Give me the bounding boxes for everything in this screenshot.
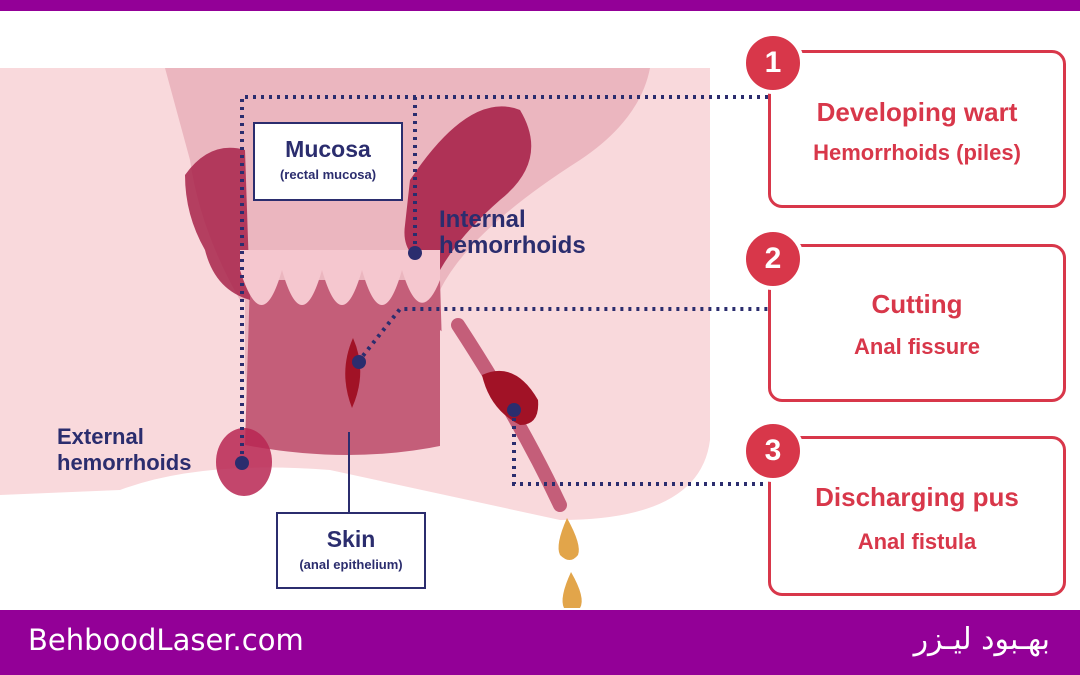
internal-label-line2: hemorrhoids xyxy=(439,232,586,259)
card-2-symptom: Cutting xyxy=(871,289,963,319)
left-skin-fold xyxy=(160,300,245,455)
internal-hemorrhoid-bulge xyxy=(404,106,532,270)
internal-label-line1: Internal xyxy=(439,206,526,233)
card-3-number-badge: 3 xyxy=(742,420,804,482)
persian-brand-name: بهـبود لیـزر xyxy=(913,622,1050,657)
website-link[interactable]: BehboodLaser.com xyxy=(28,623,304,657)
external-label-line2: hemorrhoids xyxy=(57,450,192,475)
footer-bar xyxy=(0,610,1080,675)
skin-title: Skin xyxy=(326,526,376,552)
skin-label-box: Skin (anal epithelium) xyxy=(276,512,426,589)
symptom-card-3: Discharging pus Anal fistula xyxy=(768,436,1066,596)
internal-hemorrhoids-label: Internal hemorrhoids xyxy=(439,207,586,259)
symptom-card-2: Cutting Anal fissure xyxy=(768,244,1066,402)
card-1-condition: Hemorrhoids (piles) xyxy=(813,140,1021,165)
left-mucosa-patch xyxy=(185,147,250,300)
card-1-symptom: Developing wart xyxy=(816,97,1018,127)
dotted-leaders xyxy=(240,95,770,486)
external-hemorrhoids-label: External hemorrhoids xyxy=(57,424,191,476)
right-skin-fold xyxy=(440,330,520,480)
symptom-card-1: Developing wart Hemorrhoids (piles) xyxy=(768,50,1066,208)
pus-drop-2 xyxy=(562,572,582,608)
anal-canal xyxy=(245,280,445,455)
pus-drop-1 xyxy=(558,518,579,560)
card-1-number-badge: 1 xyxy=(742,32,804,94)
card-3-symptom: Discharging pus xyxy=(815,482,1019,512)
external-label-line1: External xyxy=(57,424,144,449)
skin-subtitle: (anal epithelium) xyxy=(299,557,403,572)
card-3-condition: Anal fistula xyxy=(857,529,977,554)
mucosa-subtitle: (rectal mucosa) xyxy=(279,167,377,182)
card-2-condition: Anal fissure xyxy=(854,334,980,359)
top-brand-bar xyxy=(0,0,1080,11)
fistula-abscess xyxy=(482,370,539,425)
card-2-number-badge: 2 xyxy=(742,228,804,290)
anal-columns xyxy=(240,250,440,305)
mucosa-title: Mucosa xyxy=(285,136,371,162)
marker-dots xyxy=(235,246,521,470)
mucosa-label-box: Mucosa (rectal mucosa) xyxy=(253,122,403,201)
